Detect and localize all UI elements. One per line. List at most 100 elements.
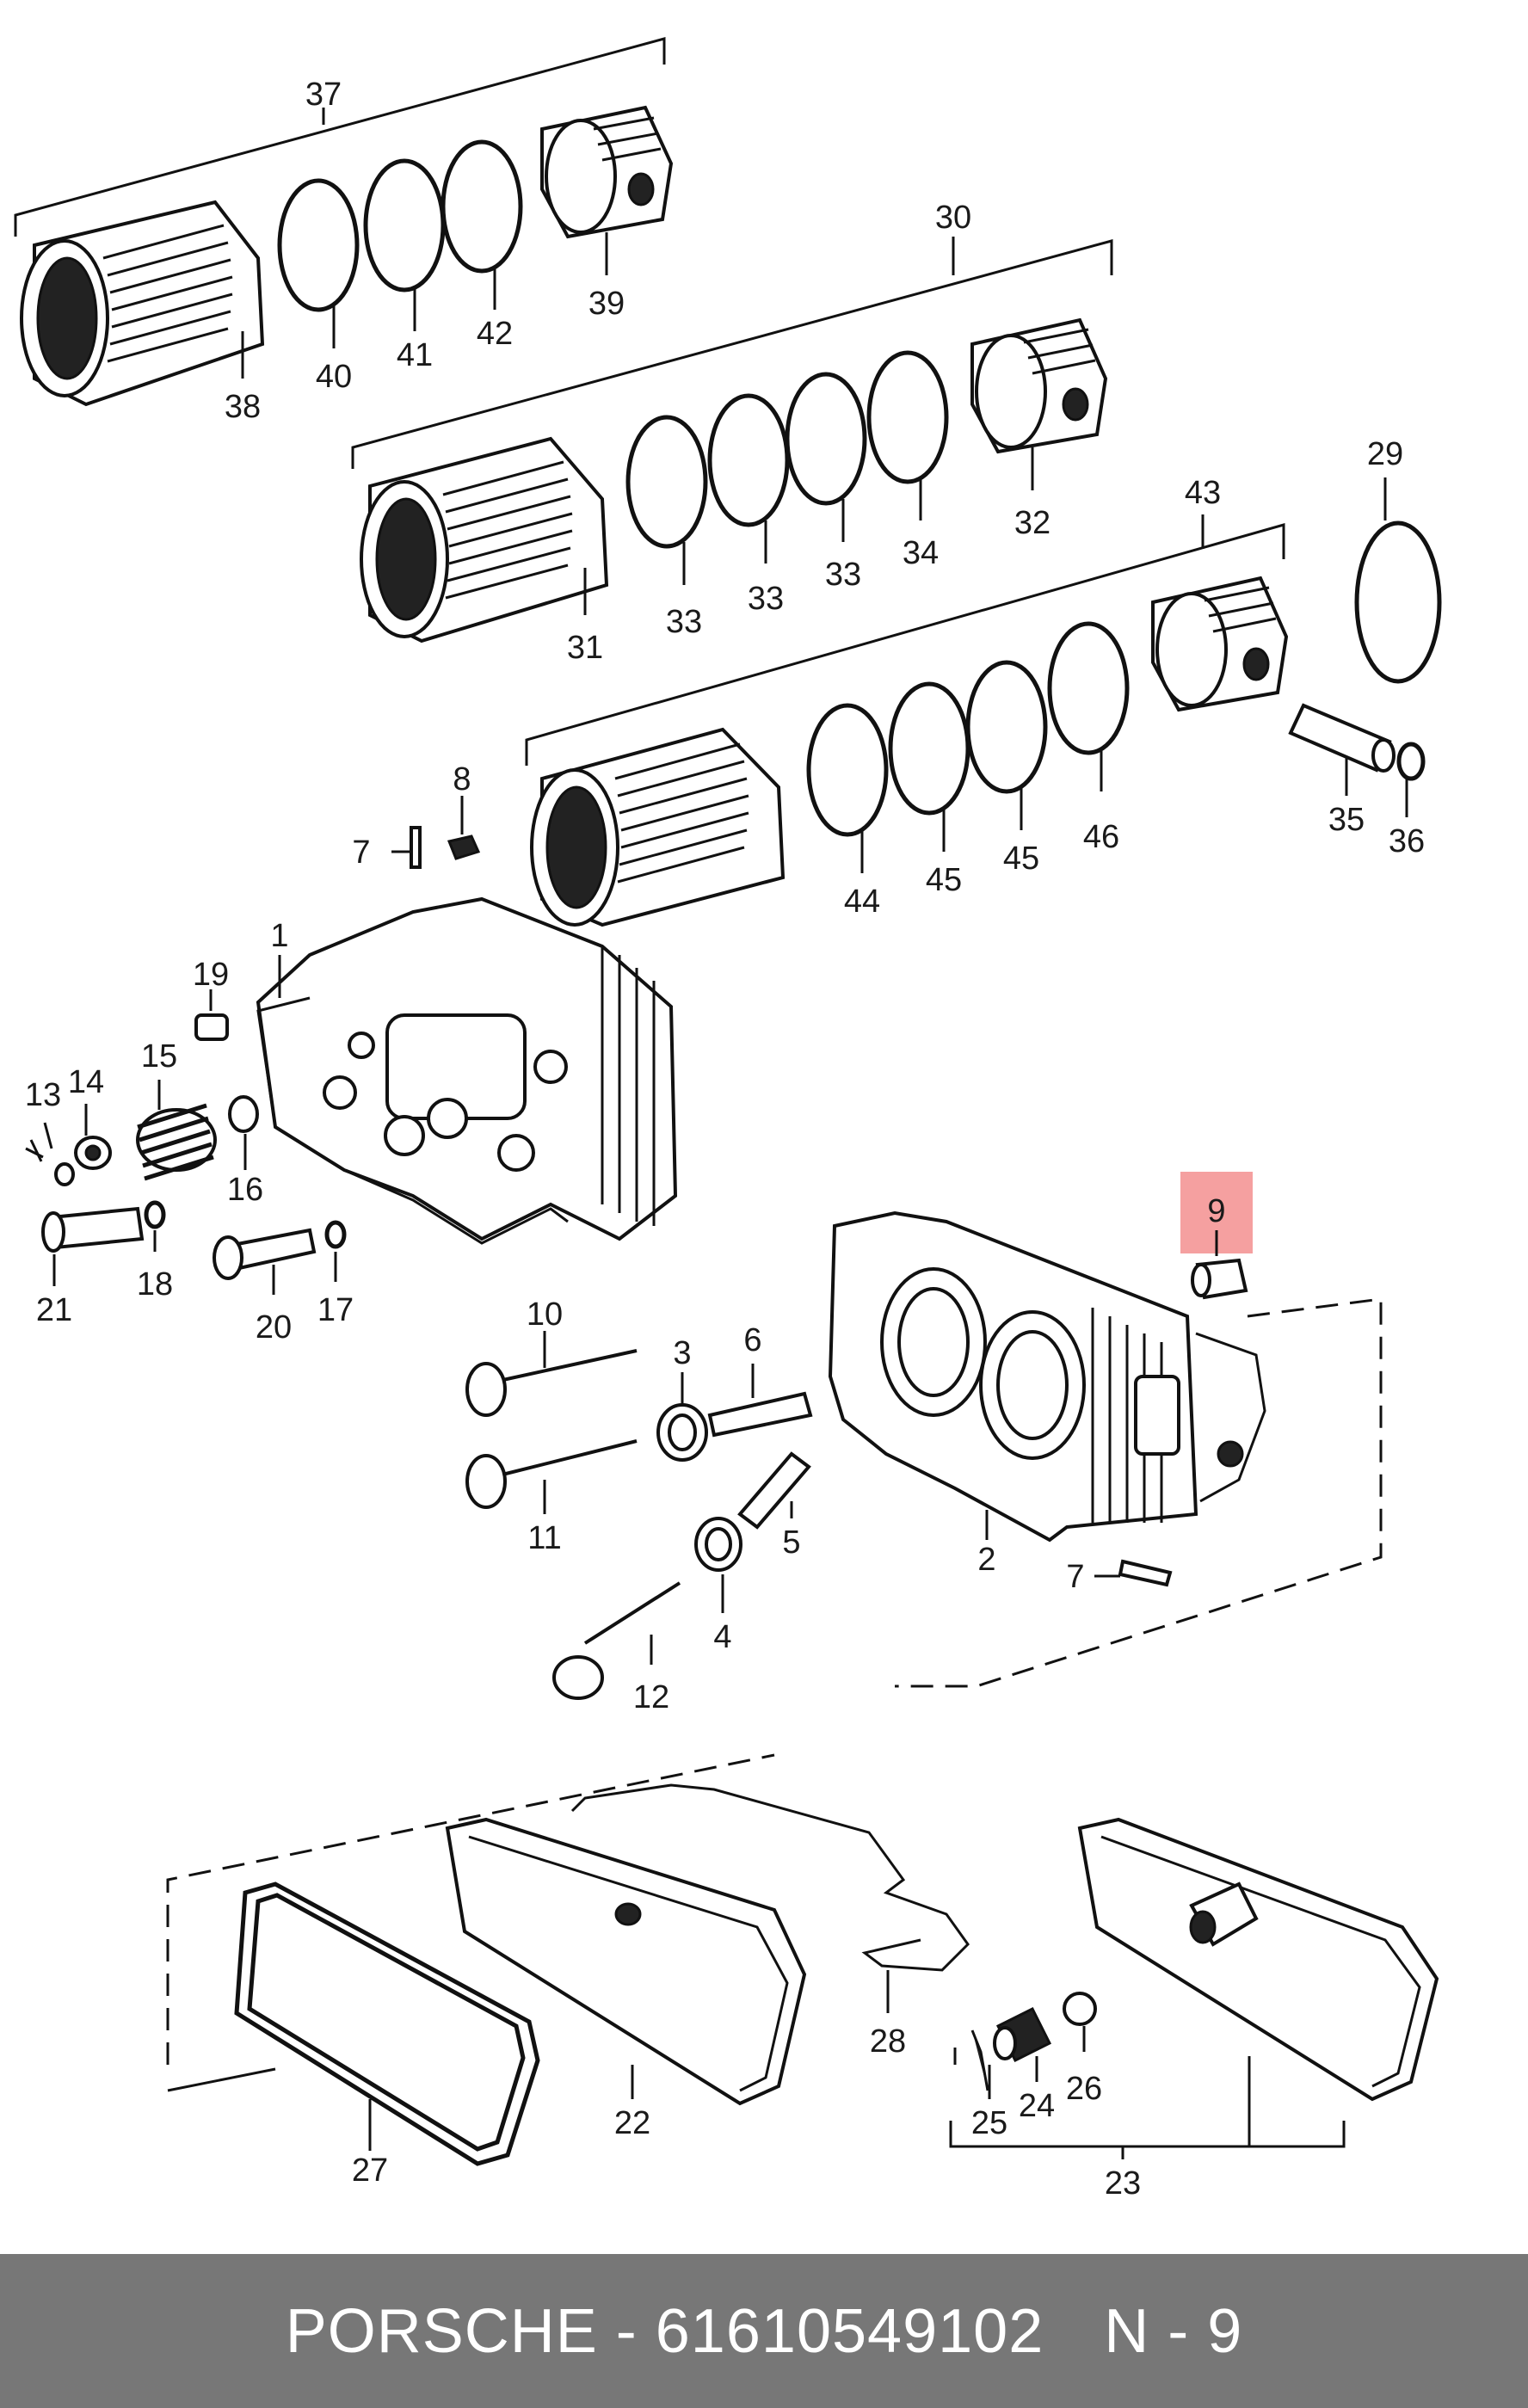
separator: -	[597, 2296, 656, 2366]
callout-41: 41	[397, 337, 433, 373]
callout-38: 38	[225, 389, 261, 425]
piston-ring-33a	[625, 415, 708, 549]
piston-ring-40	[277, 178, 360, 312]
callout-14: 14	[68, 1064, 104, 1100]
callout-22: 22	[614, 2105, 650, 2141]
callout-39: 39	[588, 286, 625, 322]
cylinder-43	[530, 727, 786, 927]
valve-guide-20	[213, 1228, 317, 1280]
callout-19: 19	[193, 957, 229, 993]
piston-ring-33c	[785, 372, 867, 506]
callout-12: 12	[633, 1679, 669, 1715]
callout-29: 29	[1367, 436, 1403, 472]
callout-45a: 45	[926, 862, 962, 898]
valve-spring-15	[136, 1103, 217, 1181]
callout-35: 35	[1328, 802, 1365, 838]
callout-4: 4	[713, 1619, 731, 1655]
piston-ring-44	[806, 703, 889, 837]
circlip-36	[1396, 742, 1426, 781]
callout-21: 21	[36, 1292, 72, 1328]
callout-7a: 7	[352, 834, 370, 871]
stud-7b	[1118, 1559, 1173, 1587]
callout-25: 25	[971, 2105, 1007, 2141]
nut-8	[447, 834, 481, 860]
piston-ring-42	[441, 139, 523, 274]
callout-46: 46	[1083, 819, 1119, 855]
callout-33c: 33	[825, 557, 861, 593]
valve-cover-23	[1077, 1817, 1439, 2102]
callout-7b: 7	[1066, 1559, 1084, 1595]
cylinder-31	[360, 436, 609, 644]
callout-1: 1	[270, 918, 288, 954]
piston-ring-41	[363, 158, 446, 293]
valve-guide-6	[707, 1391, 813, 1438]
callout-5: 5	[782, 1524, 800, 1561]
callout-9: 9	[1207, 1193, 1225, 1229]
nut-9	[1191, 1258, 1248, 1300]
callout-45b: 45	[1003, 841, 1039, 877]
footer-bar: PORSCHE - 61610549102 N - 9	[0, 2254, 1528, 2408]
valve-guide-21	[41, 1206, 145, 1253]
seal-18	[144, 1200, 166, 1229]
callout-11: 11	[527, 1520, 561, 1556]
gasket-27	[234, 1881, 540, 2166]
callout-24: 24	[1019, 2088, 1055, 2124]
piston-ring-33b	[707, 393, 790, 527]
callout-32: 32	[1014, 505, 1050, 541]
valve-guide-5	[737, 1451, 811, 1530]
callout-36: 36	[1389, 823, 1425, 859]
part-number: 61610549102	[655, 2296, 1044, 2366]
valve-11	[465, 1439, 638, 1509]
gasket-wire-28	[570, 1783, 970, 1972]
valve-12	[552, 1581, 681, 1700]
parts-diagram: 37 38 40 41 42 39 30	[14, 37, 1442, 2202]
callout-15: 15	[141, 1038, 177, 1075]
callout-27: 27	[352, 2152, 388, 2189]
callout-2: 2	[977, 1542, 995, 1578]
cylinder-head-1	[256, 896, 678, 1245]
callout-20: 20	[256, 1309, 292, 1346]
cylinder-kit-30: 30 31 33 33 33 34 32	[351, 200, 1113, 666]
callout-26: 26	[1066, 2071, 1102, 2107]
callout-8: 8	[453, 761, 471, 798]
callout-43: 43	[1185, 475, 1221, 511]
callout-42: 42	[477, 316, 513, 352]
cotter-13	[54, 1162, 75, 1186]
washer-16	[228, 1095, 259, 1133]
piston-39	[540, 105, 674, 239]
nut-24	[993, 2006, 1052, 2063]
stud-7	[410, 826, 422, 869]
callout-37: 37	[305, 77, 342, 113]
callout-44: 44	[844, 884, 880, 920]
cylinder-head-2	[828, 1210, 1266, 1543]
valve-cover-22	[445, 1817, 807, 2106]
position-label: N - 9	[1104, 2296, 1243, 2366]
callout-40: 40	[316, 359, 352, 395]
brand-label: PORSCHE	[285, 2296, 598, 2366]
callout-17: 17	[317, 1292, 354, 1328]
ball-26	[1063, 1992, 1097, 2026]
callout-28: 28	[870, 2023, 906, 2060]
piston-ring-46	[1047, 621, 1130, 755]
callout-34: 34	[903, 535, 939, 571]
gasket-ring-29	[1354, 520, 1442, 684]
piston-32	[970, 317, 1108, 454]
piston-ring-34	[866, 350, 949, 484]
piston-43	[1151, 576, 1289, 712]
piston-pin-35	[1288, 703, 1396, 773]
piston-ring-45a	[888, 681, 970, 816]
cylinder-38	[20, 200, 265, 407]
callout-33a: 33	[666, 604, 702, 640]
callout-30: 30	[935, 200, 971, 236]
callout-33b: 33	[748, 581, 784, 617]
callout-6: 6	[743, 1322, 761, 1358]
callout-3: 3	[673, 1335, 691, 1371]
cylinder-kit-37: 37 38 40 41 42 39	[14, 37, 674, 425]
nut-19	[194, 1013, 229, 1041]
piston-ring-45b	[965, 660, 1048, 794]
callout-10: 10	[527, 1296, 563, 1333]
callout-31: 31	[567, 630, 603, 666]
valve-10	[465, 1349, 638, 1417]
cylinder-kit-43: 43 44 45 45 46	[525, 475, 1289, 927]
callout-13: 13	[25, 1077, 61, 1113]
